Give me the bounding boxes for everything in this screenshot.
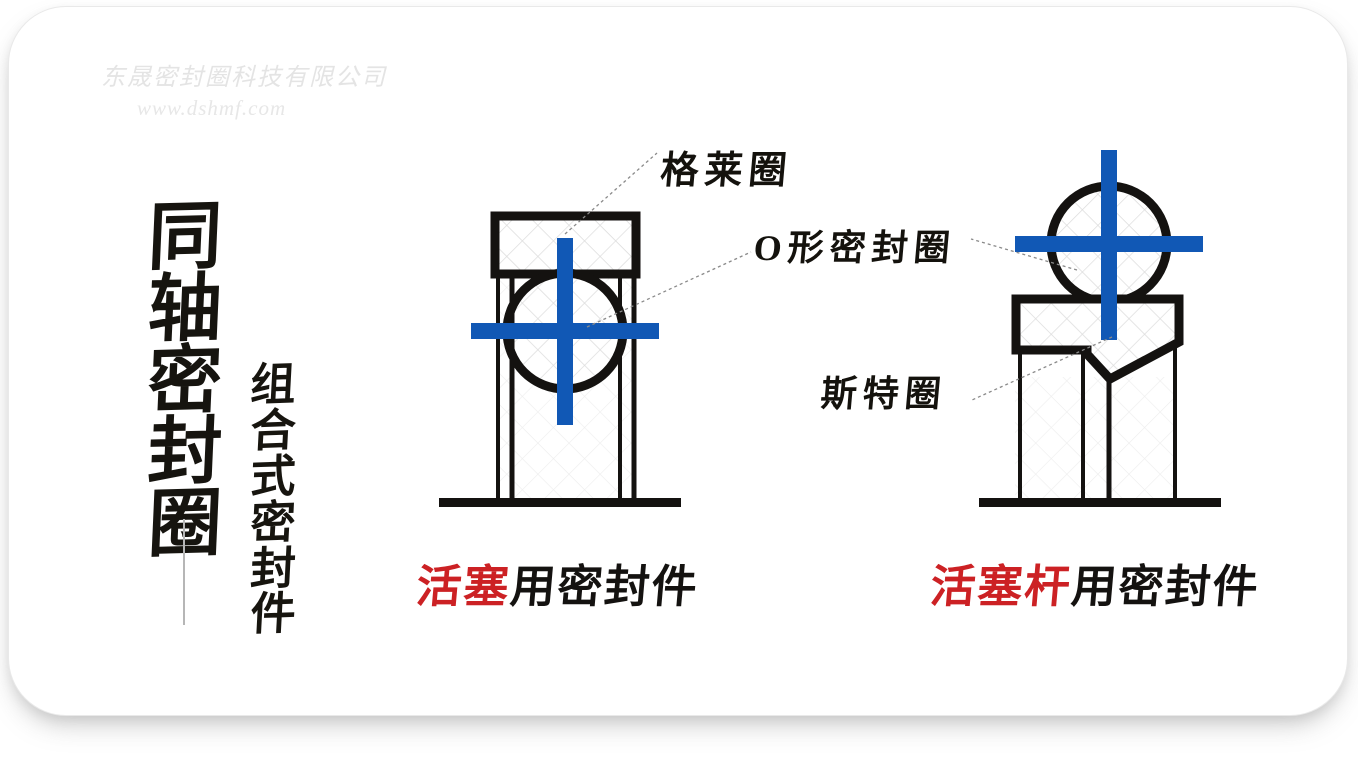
right-bore-hatch xyxy=(1015,377,1175,504)
o-ring-shape-right xyxy=(1046,181,1172,307)
subtitle-char: 组 xyxy=(249,359,297,411)
page-title: 同 轴 密 封 圈 xyxy=(137,196,233,568)
right-baseline xyxy=(979,498,1221,507)
step-seal-shape xyxy=(1011,294,1184,385)
watermark-company: 东晟密封圈科技有限公司 xyxy=(101,65,387,91)
leader-line-o-ring-left xyxy=(586,251,752,328)
watermark-website: www.dshmf.com xyxy=(137,96,287,120)
caption-piston-rod-seal: 活塞杆用密封件 xyxy=(928,550,1263,615)
title-char: 轴 xyxy=(146,267,224,352)
left-axis-vertical xyxy=(557,238,573,425)
right-axis-horizontal xyxy=(1015,236,1203,252)
diagram-card: 东晟密封圈科技有限公司 www.dshmf.com 同 轴 密 封 圈 组 合 … xyxy=(8,6,1348,716)
subtitle-char: 合 xyxy=(249,405,297,457)
title-char: 圈 xyxy=(146,483,224,568)
left-baseline xyxy=(439,498,681,507)
left-diagram-group xyxy=(439,152,752,507)
left-bore-hatch xyxy=(496,274,636,504)
label-step-seal: 斯特圈 xyxy=(818,374,949,414)
page-subtitle: 组 合 式 密 封 件 xyxy=(242,359,304,641)
caption-piston-rod-highlight: 活塞杆 xyxy=(928,562,1074,612)
label-o-ring: O形密封圈 xyxy=(751,228,958,268)
subtitle-char: 密 xyxy=(249,496,297,549)
caption-piston-rod-rest: 用密封件 xyxy=(1069,562,1262,612)
subtitle-char: 封 xyxy=(249,542,297,595)
leader-line-o-ring-right xyxy=(970,238,1078,271)
right-axis-vertical xyxy=(1101,150,1117,340)
title-char: 同 xyxy=(146,196,224,280)
label-glyd-ring: 格莱圈 xyxy=(658,150,795,192)
caption-piston-seal: 活塞用密封件 xyxy=(414,550,702,615)
subtitle-char: 件 xyxy=(249,588,297,641)
caption-piston-rest: 用密封件 xyxy=(508,562,701,612)
glyd-ring-shape xyxy=(490,211,641,279)
caption-piston-highlight: 活塞 xyxy=(414,562,513,612)
left-axis-horizontal xyxy=(471,323,659,339)
title-divider xyxy=(183,519,185,625)
title-char: 密 xyxy=(146,339,224,424)
leader-line-glyd-ring xyxy=(564,152,658,235)
right-diagram-group xyxy=(970,150,1221,507)
o-ring-shape xyxy=(502,268,628,394)
watermark: 东晟密封圈科技有限公司 www.dshmf.com xyxy=(101,57,401,121)
leader-line-step-seal xyxy=(971,336,1113,401)
subtitle-char: 式 xyxy=(249,451,297,503)
title-char: 封 xyxy=(146,411,224,496)
